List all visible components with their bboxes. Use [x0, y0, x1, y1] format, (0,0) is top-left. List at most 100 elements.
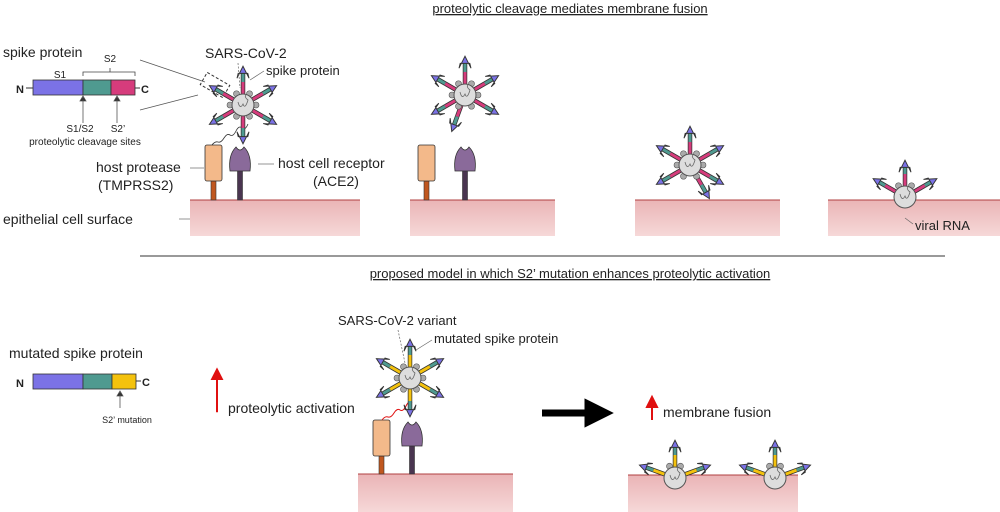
- spike-s1-head: [430, 357, 445, 371]
- virus: [638, 439, 712, 490]
- spike-s1-head: [263, 84, 278, 98]
- variant-label: SARS-CoV-2 variant: [338, 313, 457, 328]
- n-terminus: N: [16, 84, 24, 96]
- spike-s2prime-segment: [784, 468, 798, 476]
- increase-arrow-icon: [645, 394, 659, 420]
- protease-stem: [378, 455, 385, 475]
- spike-s2prime-segment: [684, 468, 698, 476]
- spike-s2prime-segment: [418, 382, 431, 391]
- s1-domain: [32, 79, 84, 96]
- spike-s2prime-segment: [913, 184, 926, 193]
- s2-bracket: [82, 68, 136, 76]
- spike-s1-head: [872, 177, 887, 191]
- mutant-s2prime-domain: [111, 373, 137, 390]
- spike-s1-head: [430, 74, 445, 88]
- viral-rna-icon: [459, 84, 471, 97]
- s2-label: S2: [104, 54, 117, 65]
- viral-rna-icon: [769, 467, 781, 480]
- spike-s1-head: [697, 185, 711, 200]
- spike-s1-head: [738, 462, 753, 476]
- spike-s2prime-segment: [251, 92, 264, 101]
- top-title: proteolytic cleavage mediates membrane f…: [432, 1, 707, 16]
- mutation-label: S2’ mutation: [102, 415, 152, 425]
- spike-diagram-title: spike protein: [3, 44, 82, 60]
- cell-surface-1: [190, 200, 360, 236]
- spike-s2prime-segment: [752, 468, 766, 476]
- spike-s2prime-segment: [698, 169, 711, 178]
- membrane-fusion-label: membrane fusion: [663, 404, 771, 420]
- spike-s1-head: [797, 462, 812, 476]
- spike-s2prime-segment: [669, 169, 682, 178]
- mutant-s1-domain: [32, 373, 84, 390]
- spike-s2prime-segment: [418, 365, 431, 374]
- spike-s1-head: [655, 144, 670, 158]
- spike-s2prime-segment: [473, 82, 486, 91]
- mutant-n-terminus: N: [16, 378, 24, 390]
- spike-s1-head: [710, 172, 725, 186]
- mutated-spike-diagram: mutated spike protein N C S2’ mutation: [9, 345, 152, 425]
- host-cell-receptor-ace2: [229, 146, 251, 172]
- receptor-stem: [409, 443, 415, 475]
- spike-s1-head: [683, 125, 697, 139]
- bottom-title: proposed model in which S2’ mutation enh…: [370, 266, 771, 281]
- viral-rna-icon: [669, 467, 681, 480]
- virus-label: SARS-CoV-2: [205, 45, 287, 61]
- host-cell-receptor-ace2: [454, 146, 476, 172]
- spike-s1-head: [403, 404, 417, 418]
- surface-label: epithelial cell surface: [3, 211, 133, 227]
- spike-s1-head: [898, 159, 912, 173]
- mutation-arrow: [116, 390, 124, 408]
- virus: [655, 125, 725, 200]
- spike-s2prime-segment: [222, 109, 235, 118]
- spike-s2prime-segment: [389, 365, 402, 374]
- protease-stem: [210, 180, 217, 201]
- host-protease-tmprss2: [204, 144, 223, 182]
- cleavage-sites-caption: proteolytic cleavage sites: [29, 137, 141, 148]
- spike-s1-head: [768, 439, 782, 453]
- receptor-stem: [462, 168, 468, 201]
- virus: [430, 55, 500, 133]
- spike-s2prime-segment: [389, 382, 402, 391]
- spike-s2prime-segment: [669, 152, 682, 161]
- mutated-spike-title: mutated spike protein: [9, 345, 143, 361]
- viral-rna-icon: [684, 154, 696, 167]
- cell-surface-2: [410, 200, 555, 236]
- spike-s1-head: [208, 84, 223, 98]
- protease-name: (TMPRSS2): [98, 177, 173, 193]
- transition-arrow-icon: [542, 398, 614, 428]
- cell-surface-3: [635, 200, 780, 236]
- s2prime-site-label: S2’: [111, 124, 125, 135]
- spike-protein-diagram: spike protein S1 S2 N C S1/S2 S2’ proteo…: [3, 44, 231, 148]
- spike-s2prime-segment: [473, 99, 486, 108]
- spike-s2prime-segment: [652, 468, 666, 476]
- host-protease-tmprss2: [417, 144, 436, 182]
- spike-label: spike protein: [266, 63, 340, 78]
- spike-s1-head: [458, 55, 472, 69]
- cleavage-site-arrows: [79, 95, 121, 123]
- virus: [872, 159, 938, 209]
- proteolytic-activation-label: proteolytic activation: [228, 400, 355, 416]
- virus: [738, 439, 812, 490]
- c-terminus: C: [141, 84, 149, 96]
- zoom-box: [199, 71, 231, 99]
- spike-s1-head: [236, 65, 250, 79]
- spike-s2prime-segment: [698, 152, 711, 161]
- mutated-spike-label: mutated spike protein: [434, 331, 558, 346]
- spike-s1-head: [655, 172, 670, 186]
- cell-surface-5: [358, 474, 513, 512]
- spike-s1-head: [430, 385, 445, 399]
- viral-rna-icon: [237, 94, 249, 107]
- spike-s1-head: [710, 144, 725, 158]
- s2-domain: [82, 79, 112, 96]
- receptor-label: host cell receptor: [278, 155, 385, 171]
- spike-s2prime-segment: [251, 109, 264, 118]
- mutant-s2-domain: [82, 373, 113, 390]
- spike-s1-head: [375, 357, 390, 371]
- spike-s1-head: [263, 112, 278, 126]
- protease-stem: [423, 180, 430, 201]
- spike-s2prime-segment: [222, 92, 235, 101]
- spike-s1-head: [638, 462, 653, 476]
- receptor-stem: [237, 168, 243, 201]
- spike-s1-head: [236, 131, 250, 145]
- spike-s1-head: [208, 112, 223, 126]
